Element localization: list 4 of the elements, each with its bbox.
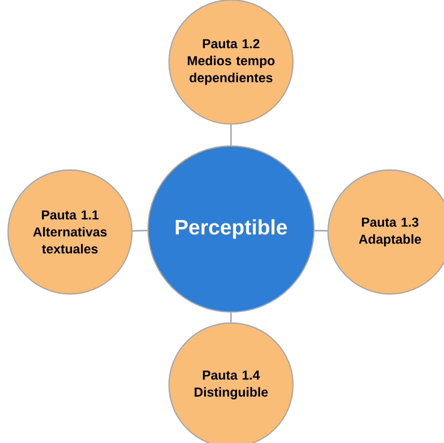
connector-line [230, 124, 232, 146]
connector-line [314, 230, 328, 232]
connector-line [230, 312, 232, 322]
connector-line [132, 230, 148, 232]
